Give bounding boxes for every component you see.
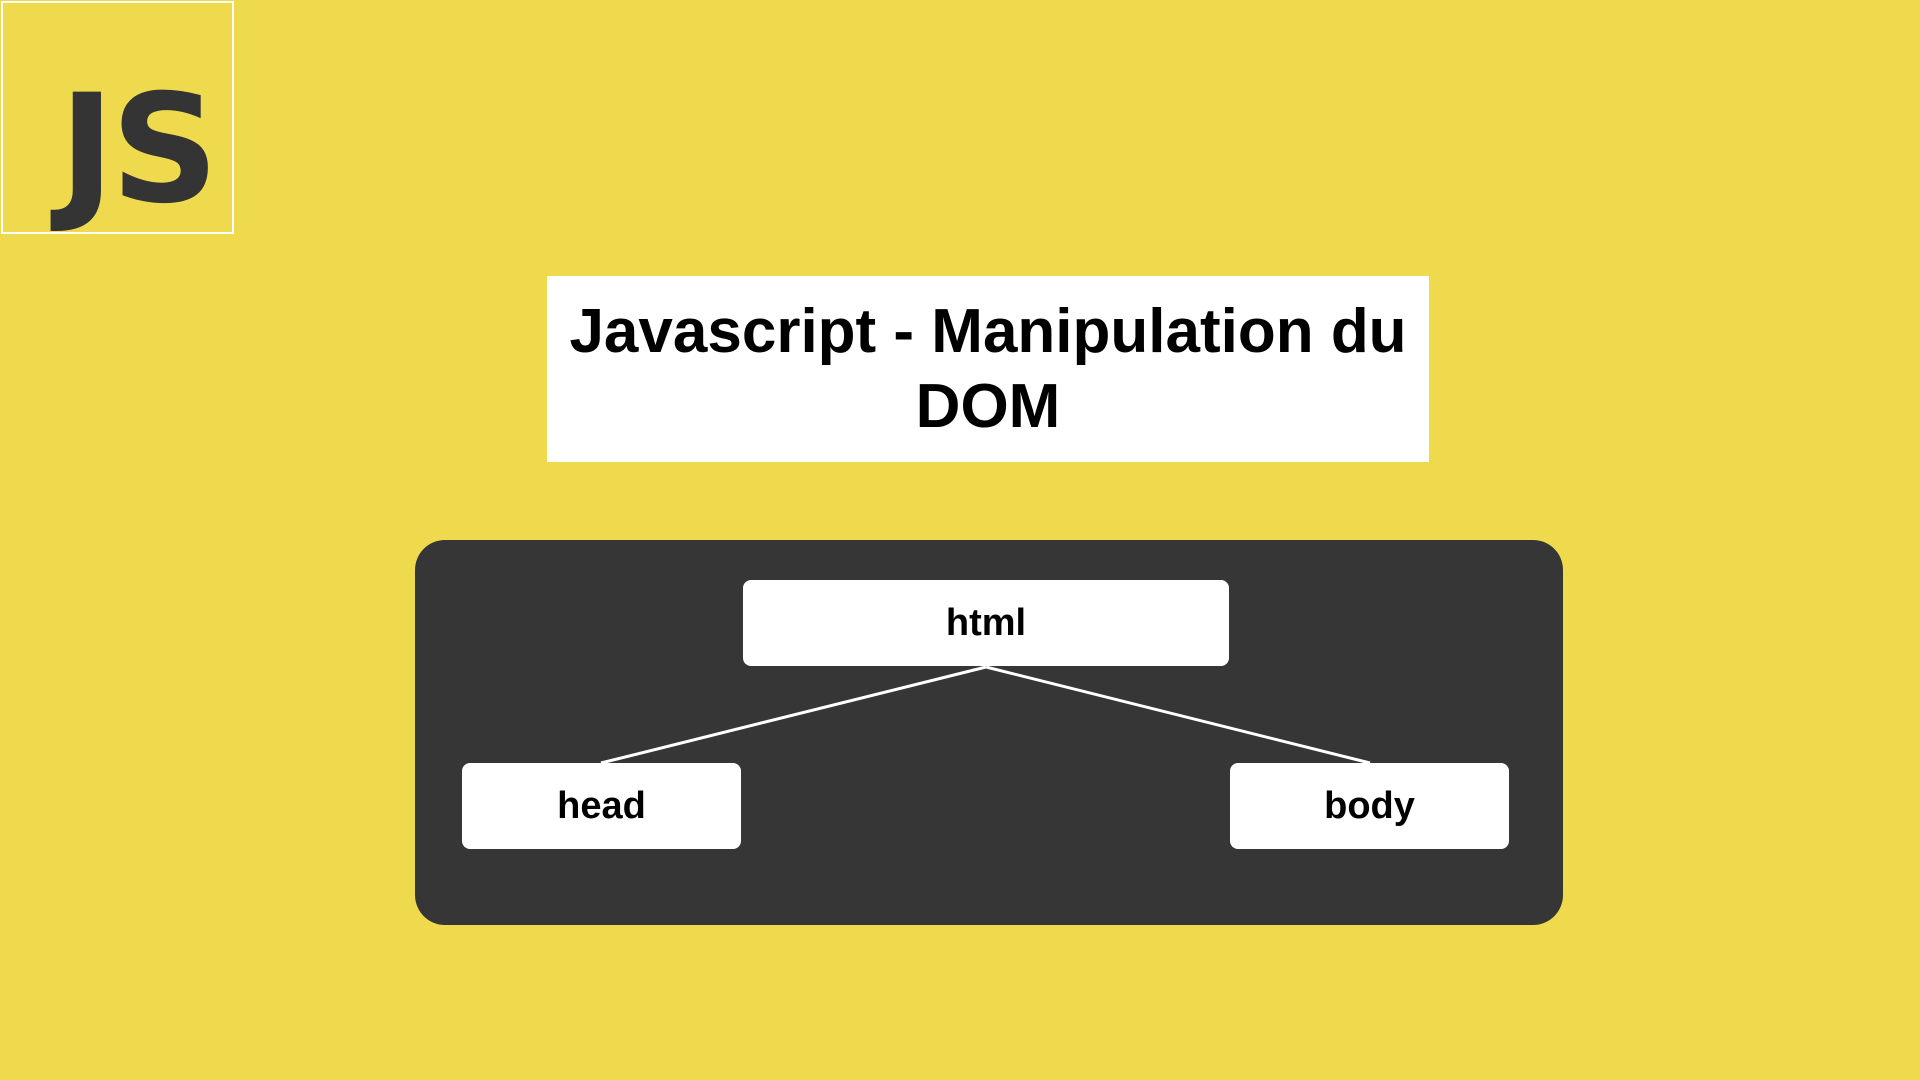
node-head: head (462, 763, 741, 849)
dom-tree-diagram: html head body (415, 540, 1563, 925)
tree-connectors (600, 665, 1371, 765)
node-html: html (743, 580, 1229, 666)
js-logo: JS (1, 1, 234, 234)
page-title: Javascript - Manipulation du DOM (569, 297, 1407, 441)
connector-html-head (600, 665, 987, 765)
js-logo-text: JS (59, 63, 219, 237)
node-body: body (1230, 763, 1509, 849)
connector-html-body (985, 665, 1371, 765)
title-box: Javascript - Manipulation du DOM (547, 276, 1429, 462)
